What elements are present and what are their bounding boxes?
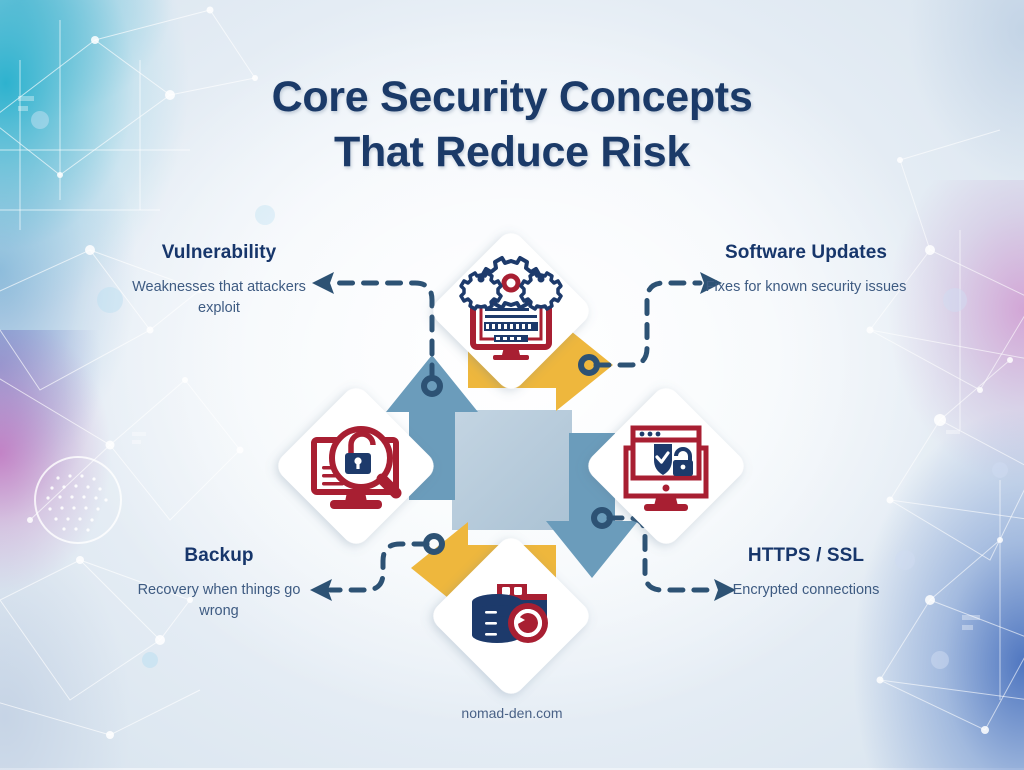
monitor-gears-icon [459,256,563,360]
label-software-updates-heading: Software Updates [724,242,888,263]
label-backup: Backup Recovery when things go wrong [118,545,320,622]
connector-nodes [421,354,613,555]
page-title: Core Security Concepts That Reduce Risk [0,70,1024,180]
label-vulnerability-heading: Vulnerability [161,242,277,263]
node-top-right [578,354,600,376]
node-bottom-right [591,507,613,529]
arrowhead-right-top [700,272,722,294]
arrowhead-left-bottom [310,579,332,601]
page-title-line-1: Core Security Concepts [271,73,753,121]
database-restore-icon [472,584,548,643]
connector-arrowheads [310,272,736,601]
node-top-left [421,375,443,397]
monitor-magnifier-unlocked-padlock-icon [311,426,402,509]
connector-lines [327,280,719,593]
node-bottom-left [423,533,445,555]
diamond-https-ssl[interactable] [583,383,750,550]
label-software-updates-subtitle: Fixes for known security issues [705,279,907,295]
label-backup-subtitle: Recovery when things go wrong [137,582,301,620]
browser-shield-lock-icon [623,425,709,511]
arrowhead-left-top [312,272,334,294]
diamond-software-updates[interactable] [428,228,595,395]
page-title-line-2: That Reduce Risk [333,128,691,177]
arrowhead-right-bottom [714,579,736,601]
label-vulnerability-subtitle: Weaknesses that attackers exploit [132,279,306,317]
connector-bottom-right-to-https-ssl [606,515,719,593]
diamond-vulnerability[interactable] [273,383,440,550]
connector-bottom-left-to-backup [327,541,430,593]
label-software-updates: Software Updates Fixes for known securit… [705,242,907,298]
label-vulnerability: Vulnerability Weaknesses that attackers … [118,242,320,319]
connector-top-right-to-software-updates [593,280,703,368]
diamond-backup[interactable] [428,533,595,700]
label-https-ssl: HTTPS / SSL Encrypted connections [705,545,907,601]
label-https-ssl-heading: HTTPS / SSL [747,545,865,566]
connector-top-left-to-vulnerability [329,280,435,381]
label-https-ssl-subtitle: Encrypted connections [732,582,880,598]
footer-attribution: nomad-den.com [461,705,563,721]
label-backup-heading: Backup [184,545,254,566]
cycle-center-plate [452,410,572,530]
